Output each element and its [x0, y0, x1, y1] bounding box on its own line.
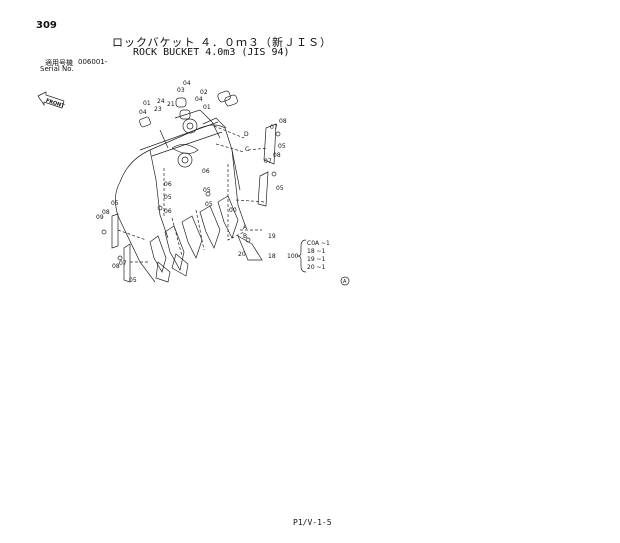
- callout-01: 01: [203, 104, 211, 111]
- callout-05: 05: [164, 194, 172, 201]
- callout-04: 04: [139, 109, 147, 116]
- callout-05: 05: [129, 277, 137, 284]
- legend-row: C0A ~1: [307, 240, 330, 247]
- side-shrouds: [111, 123, 277, 283]
- callout-20: 20: [238, 251, 246, 258]
- callout-21: 21: [167, 101, 175, 108]
- callout-19: 19: [268, 233, 276, 240]
- callout-09: 09: [96, 214, 104, 221]
- callout-D: D: [244, 131, 249, 138]
- page-number: 309: [36, 20, 57, 31]
- callout-05: 05: [278, 143, 286, 150]
- serial-label-jp: 適用号機: [45, 59, 73, 67]
- callout-06: 06: [164, 181, 172, 188]
- callout-A: A: [243, 224, 248, 231]
- callout-08: 08: [102, 209, 110, 216]
- callout-05: 05: [205, 201, 213, 208]
- bolts: [101, 131, 281, 261]
- legend-row: 18 ~1: [307, 248, 326, 255]
- legend-prefix: 100: [287, 253, 299, 260]
- callout-24: 24: [157, 98, 165, 105]
- front-arrow-icon: [37, 91, 65, 109]
- front-label: FRONT: [45, 98, 66, 110]
- legend: 100 C0A ~1 18 ~1 19 ~1 20 ~1 A: [287, 240, 347, 285]
- callout-labels: 01 04 24 23 21 03 04 02 01 04 08 07 D C …: [96, 80, 287, 284]
- callout-03: 03: [177, 87, 185, 94]
- callout-01: 01: [143, 100, 151, 107]
- callout-06: 06: [202, 168, 210, 175]
- callout-08: 08: [112, 263, 120, 270]
- callout-05: 05: [203, 187, 211, 194]
- page-title-en: ROCK BUCKET 4.0m3 (JIS 94): [133, 47, 290, 58]
- serial-label-en: Serial No.: [40, 65, 74, 73]
- callout-04: 04: [183, 80, 191, 87]
- callout-08: 08: [279, 118, 287, 125]
- callout-07: 07: [119, 260, 127, 267]
- callout-04: 04: [195, 96, 203, 103]
- callout-07: 07: [270, 124, 278, 131]
- footer-code: P1/V-1-5: [293, 518, 332, 527]
- serial-number: 006001-: [78, 58, 108, 66]
- bucket-teeth: [149, 195, 263, 283]
- callout-07: 07: [264, 158, 272, 165]
- circled-mark-label: A: [343, 279, 347, 285]
- callout-18: 18: [268, 253, 276, 260]
- legend-row: 19 ~1: [307, 256, 326, 263]
- leader-lines: [117, 125, 269, 263]
- callout-06: 06: [164, 208, 172, 215]
- legend-brace: [297, 239, 307, 273]
- callout-05: 05: [111, 200, 119, 207]
- callout-23: 23: [154, 106, 162, 113]
- callout-00: 00: [229, 207, 237, 214]
- callout-02: 02: [200, 89, 208, 96]
- bucket-body: [115, 90, 246, 283]
- circled-mark: [340, 276, 350, 286]
- callout-B: B: [243, 233, 247, 240]
- legend-row: 20 ~1: [307, 264, 326, 271]
- callout-05: 05: [276, 185, 284, 192]
- callout-C: C: [245, 146, 249, 153]
- callout-08: 08: [273, 152, 281, 159]
- page-title-jp: ロックバケット ４．０ｍ３（新ＪＩＳ）: [112, 36, 332, 49]
